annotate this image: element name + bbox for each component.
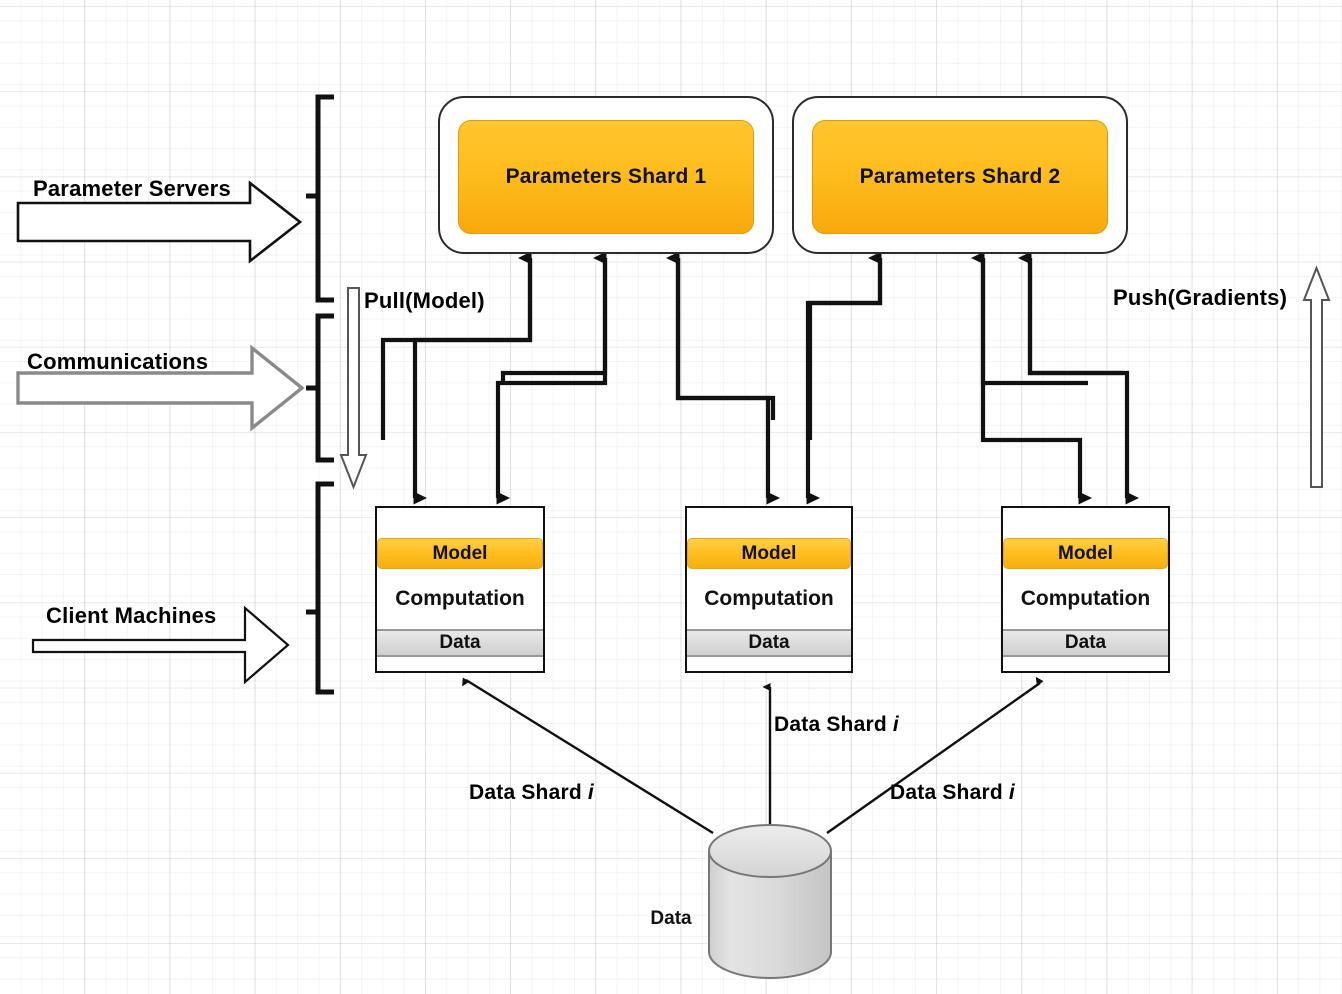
machine-2-model-bar[interactable]: Model [687,538,851,569]
data-shard-right-index: i [1008,781,1015,804]
push-arrow-shaft [1302,265,1331,488]
machine-1-model-bar[interactable]: Model [377,538,543,569]
shard-2-label: Parameters Shard 2 [859,165,1061,188]
machine-3-bottom-pad [1003,657,1168,671]
shard-2-body[interactable]: Parameters Shard 2 [812,120,1108,234]
data-shard-left-index: i [587,781,594,804]
client-machine-2[interactable]: Model Computation Data [685,506,853,673]
data-shard-label-center: Data Shard i [774,713,899,737]
data-shard-right-prefix: Data Shard [890,781,1009,804]
data-shard-center-index: i [892,713,899,736]
group-label-client-machines: Client Machines [46,603,217,628]
group-label-parameter-servers: Parameter Servers [33,176,231,201]
machine-1-data-bar[interactable]: Data [377,629,543,657]
pull-model-label: Pull(Model) [364,288,485,313]
machine-1-top-pad [377,508,543,538]
push-gradients-label: Push(Gradients) [1113,285,1288,310]
data-shard-center-prefix: Data Shard [774,713,893,736]
client-machine-1[interactable]: Model Computation Data [375,506,545,673]
shard-1-label: Parameters Shard 1 [505,165,707,188]
machine-1-computation: Computation [377,569,543,629]
data-cylinder-shape [708,824,832,979]
machine-1-bottom-pad [377,657,543,671]
machine-3-top-pad [1003,508,1168,538]
machine-2-data-bar[interactable]: Data [687,629,851,657]
shard-1-container[interactable]: Parameters Shard 1 [438,96,774,254]
data-shard-label-right: Data Shard i [890,781,1015,805]
parameter-servers-arrow-shape [16,180,303,264]
shard-1-body[interactable]: Parameters Shard 1 [458,120,754,234]
data-cylinder-label: Data [650,908,692,929]
communications-arrow-shape [16,344,305,432]
machine-2-computation: Computation [687,569,851,629]
data-shard-left-prefix: Data Shard [469,781,588,804]
machine-3-computation: Computation [1003,569,1168,629]
data-shard-label-left: Data Shard i [469,781,594,805]
client-machines-arrow-shape [31,605,290,685]
machine-2-bottom-pad [687,657,851,671]
pull-arrow-shaft [339,287,368,490]
machine-3-model-bar[interactable]: Model [1003,538,1168,569]
machine-3-data-bar[interactable]: Data [1003,629,1168,657]
machine-2-top-pad [687,508,851,538]
shard-2-container[interactable]: Parameters Shard 2 [792,96,1128,254]
group-label-communications: Communications [27,349,209,374]
client-machine-3[interactable]: Model Computation Data [1001,506,1170,673]
